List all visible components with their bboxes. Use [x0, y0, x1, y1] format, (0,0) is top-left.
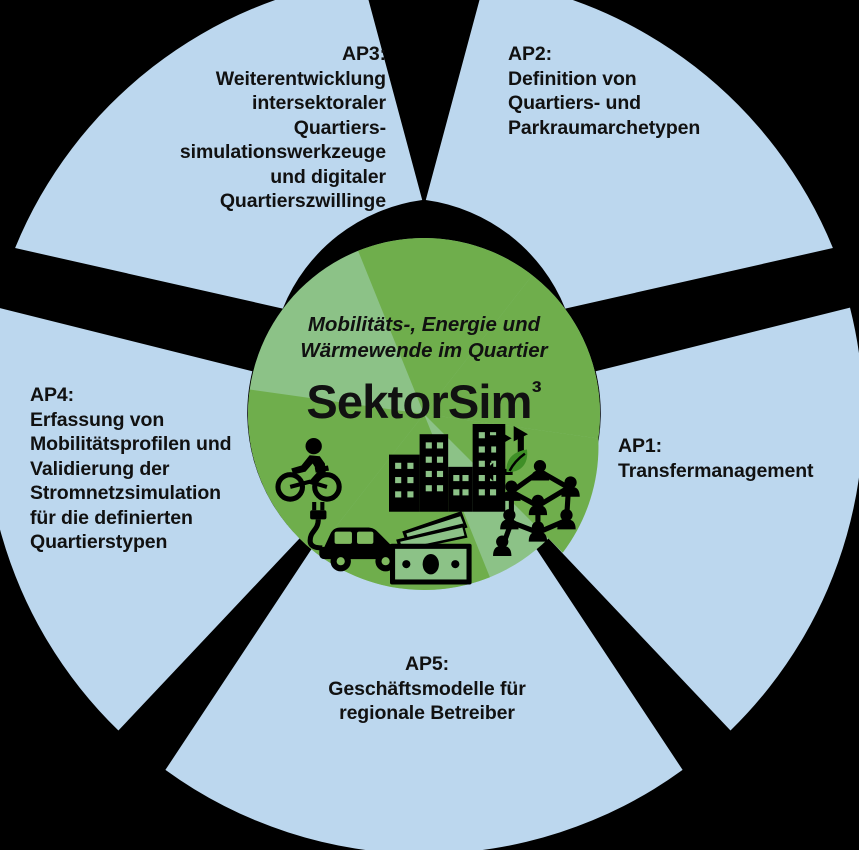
petal-shape-ap5[interactable]: [165, 535, 683, 850]
petal-label-ap2: AP2: Definition von Quartiers- und Parkr…: [508, 43, 701, 139]
city-buildings-icon: [389, 424, 506, 512]
petal-shape-ap4[interactable]: [0, 308, 300, 731]
petal-label-ap5: AP5: Geschäftsmodelle für regionale Betr…: [328, 653, 526, 724]
petal-label-ap1: AP1: Transfermanagement: [618, 435, 814, 482]
core-sector-dark-3: [247, 389, 424, 553]
petal-shape-ap1[interactable]: [548, 307, 859, 731]
core-sector-dark-1: [424, 275, 601, 439]
banknotes-icon: [390, 511, 472, 585]
petal-label-ap4: AP4: Erfassung von Mobilitätsprofilen un…: [30, 384, 232, 553]
core-sector-dark-2: [358, 238, 533, 414]
recycling-leaf-icon: [483, 426, 528, 482]
stakeholder-network-icon: [493, 460, 580, 556]
petal-shape-ap3[interactable]: [15, 0, 423, 309]
cyclist-icon: [275, 437, 342, 502]
petal-shape-ap2[interactable]: [425, 0, 833, 309]
petal-label-ap3: AP3: Weiterentwicklung intersektoraler Q…: [179, 43, 386, 212]
electric-car-icon: [307, 502, 402, 572]
